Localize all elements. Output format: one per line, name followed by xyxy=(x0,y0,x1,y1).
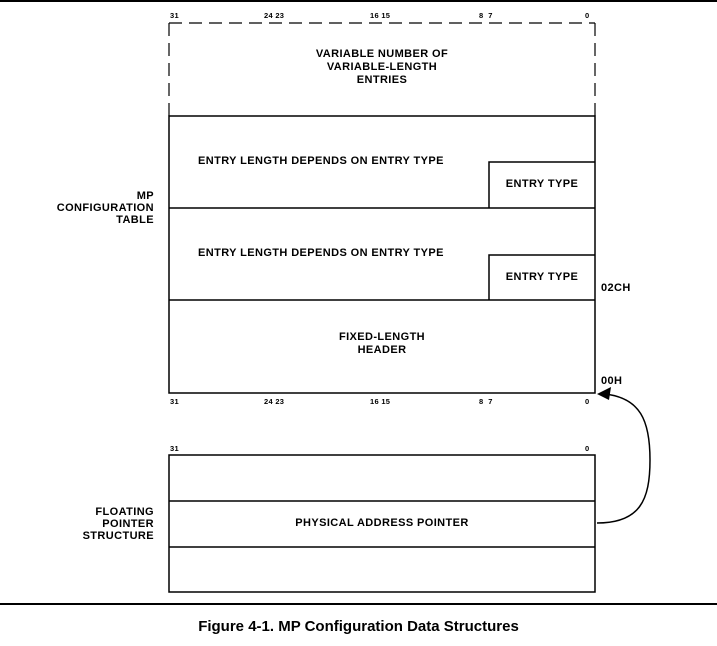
fixed-length-header-label: FIXED-LENGTH HEADER xyxy=(338,331,426,356)
offset-02ch: 02CH xyxy=(601,282,631,294)
floating-pointer-structure-label: FLOATING POINTER STRUCTURE xyxy=(82,506,154,542)
fp-bit-label-0: 0 xyxy=(585,444,590,453)
top-rule xyxy=(0,0,717,2)
mp-configuration-table-label: MP CONFIGURATION TABLE xyxy=(56,190,154,226)
entry2-length-text: ENTRY LENGTH DEPENDS ON ENTRY TYPE xyxy=(198,247,444,259)
bit-label-8-7-bottom: 8 7 xyxy=(479,397,493,406)
variable-entries-label: VARIABLE NUMBER OF VARIABLE-LENGTH ENTRI… xyxy=(315,48,449,86)
bit-label-8-7-top: 8 7 xyxy=(479,11,493,20)
offset-00h: 00H xyxy=(601,375,623,387)
bit-label-24-23-top: 24 23 xyxy=(264,11,285,20)
entry1-length-text: ENTRY LENGTH DEPENDS ON ENTRY TYPE xyxy=(198,155,444,167)
entry1-type-label: ENTRY TYPE xyxy=(505,178,579,190)
variable-entries-dashed-box xyxy=(168,22,596,116)
bit-label-24-23-bottom: 24 23 xyxy=(264,397,285,406)
entry2-type-label: ENTRY TYPE xyxy=(505,271,579,283)
bit-label-0-top: 0 xyxy=(585,11,590,20)
figure-caption: Figure 4-1. MP Configuration Data Struct… xyxy=(198,618,519,635)
bit-label-16-15-bottom: 16 15 xyxy=(370,397,391,406)
bit-label-31-top: 31 xyxy=(170,11,179,20)
fp-bit-label-31: 31 xyxy=(170,444,179,453)
bottom-rule xyxy=(0,603,717,605)
pointer-arrow xyxy=(596,393,651,524)
mp-table-box xyxy=(168,115,596,394)
bit-label-16-15-top: 16 15 xyxy=(370,11,391,20)
pointer-arrowhead xyxy=(597,387,611,400)
physical-address-pointer-label: PHYSICAL ADDRESS POINTER xyxy=(295,517,469,529)
bit-label-0-bottom: 0 xyxy=(585,397,590,406)
floating-pointer-box xyxy=(168,454,596,593)
bit-label-31-bottom: 31 xyxy=(170,397,179,406)
